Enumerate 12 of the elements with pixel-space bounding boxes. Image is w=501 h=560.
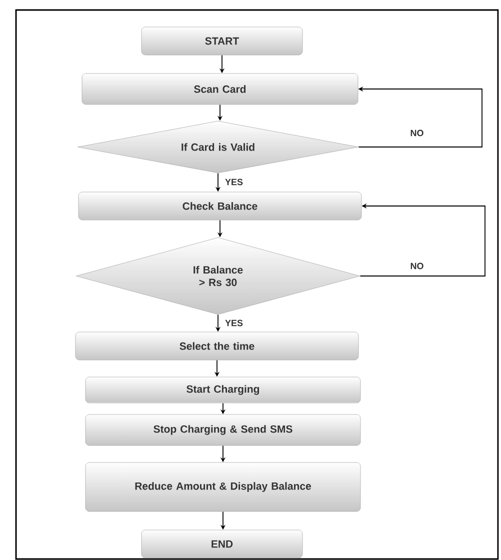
process-box: Select the time [75, 332, 359, 360]
process-box: Reduce Amount & Display Balance [85, 462, 361, 512]
process-box: END [141, 530, 303, 558]
process-box: Scan Card [82, 73, 358, 105]
process-box: START [141, 26, 303, 56]
process-box: Start Charging [85, 376, 361, 404]
edge-label: NO [409, 128, 425, 138]
edge-label: YES [224, 178, 244, 186]
process-box: Stop Charging & Send SMS [85, 414, 361, 446]
process-box: Check Balance [78, 192, 362, 220]
edge-label: YES [224, 318, 244, 328]
edge-label: NO [409, 262, 425, 270]
